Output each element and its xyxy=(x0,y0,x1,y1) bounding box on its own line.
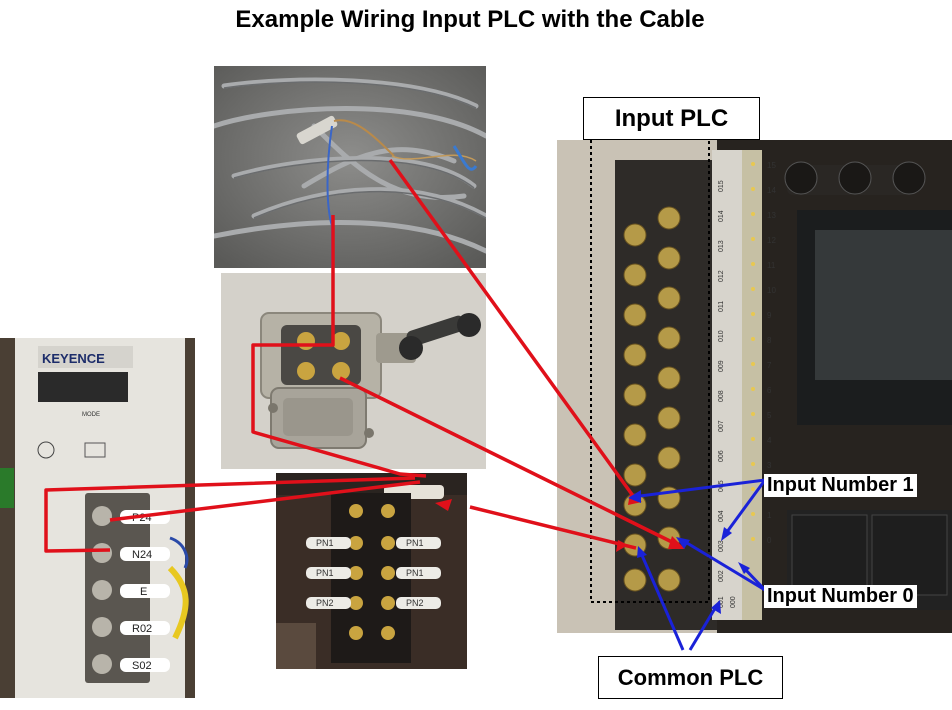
terminal-label-e: E xyxy=(140,586,147,598)
plc-led-label: 4 xyxy=(767,436,772,445)
plc-led-label: 10 xyxy=(767,286,776,295)
power-supply-photo: KEYENCE MODE P24 N24 E R02 S02 xyxy=(0,338,195,698)
plc-terminal-label: 015 xyxy=(718,180,725,192)
tb-tag: PN1 xyxy=(406,568,424,578)
plc-terminal-label: 000 xyxy=(730,596,737,608)
page-title: Example Wiring Input PLC with the Cable xyxy=(235,6,705,33)
plc-photo: 15 14 13 12 11 10 9 8 7 6 5 4 3 2 1 0 01… xyxy=(557,140,952,633)
plc-led-label: 15 xyxy=(767,161,776,170)
tb-tag: PN1 xyxy=(316,568,334,578)
plc-led-label: 11 xyxy=(767,261,776,270)
plc-terminal-label: 010 xyxy=(718,330,725,342)
plc-terminal-label: 013 xyxy=(718,240,725,252)
plc-led-label: 12 xyxy=(767,236,776,245)
tb-tag: PN1 xyxy=(316,538,334,548)
input-plc-dashed-box xyxy=(590,138,710,603)
terminal-block-photo: PN1 PN1 PN1 PN1 PN2 PN2 xyxy=(276,473,467,669)
plc-terminal-label: 004 xyxy=(718,510,725,522)
plc-led-label: 8 xyxy=(767,336,772,345)
plc-terminal-label: 006 xyxy=(718,450,725,462)
tb-tag: PN2 xyxy=(406,598,424,608)
plc-terminal-label: 003 xyxy=(718,540,725,552)
proximity-sensor-icon xyxy=(296,115,338,145)
plc-terminal-label: 014 xyxy=(718,210,725,222)
tb-tag: PN2 xyxy=(316,598,334,608)
blue-arrows xyxy=(631,478,767,651)
plc-led-label: 5 xyxy=(767,411,772,420)
plc-led-label: 13 xyxy=(767,211,776,220)
power-supply-brand: KEYENCE xyxy=(42,351,105,366)
plc-terminal-label: 008 xyxy=(718,390,725,402)
terminal-label-n24: N24 xyxy=(132,549,152,561)
input-plc-label: Input PLC xyxy=(583,97,760,140)
plc-led-label: 7 xyxy=(767,361,772,370)
plc-led-label: 3 xyxy=(767,461,772,470)
plc-terminal-label: 007 xyxy=(718,420,725,432)
tb-tag: PN1 xyxy=(406,538,424,548)
plc-terminal-label: 001 xyxy=(718,596,725,608)
input-number-0-label: Input Number 0 xyxy=(764,585,917,608)
red-wires xyxy=(44,158,679,553)
red-arrowheads xyxy=(435,493,685,552)
plc-led-label: 0 xyxy=(767,536,772,545)
plc-led-label: 6 xyxy=(767,386,772,395)
common-plc-label: Common PLC xyxy=(598,656,783,699)
power-supply-mode: MODE xyxy=(82,412,100,418)
plc-led-label: 1 xyxy=(767,511,772,520)
terminal-label-s02: S02 xyxy=(132,660,152,672)
terminal-label-r02: R02 xyxy=(132,623,152,635)
plc-terminal-label: 012 xyxy=(718,270,725,282)
plc-terminal-label: 011 xyxy=(718,301,725,312)
plc-led-label: 9 xyxy=(767,311,772,320)
plc-terminal-label: 009 xyxy=(718,360,725,372)
input-number-1-label: Input Number 1 xyxy=(764,474,917,497)
blue-arrowheads xyxy=(628,490,750,614)
sensor-cable-photo xyxy=(214,66,486,268)
plc-terminal-label: 002 xyxy=(718,570,725,582)
plc-led-label: 14 xyxy=(767,186,776,195)
